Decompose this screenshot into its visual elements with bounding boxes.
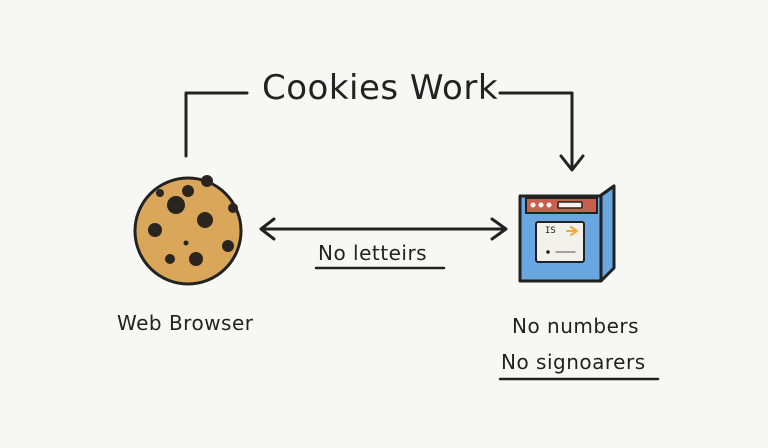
cookie-chip [197, 212, 213, 228]
top-connector-left [184, 91, 249, 158]
top-connector-right [498, 91, 574, 169]
cookie-chip [165, 254, 175, 264]
cookie-icon [133, 175, 243, 286]
server-window-edge [598, 184, 616, 198]
double-arrow-icon [259, 217, 508, 241]
right-arrowhead [490, 217, 508, 241]
browser-label: Web Browser [117, 311, 254, 335]
cookie-chip [189, 252, 203, 266]
cookie-chip [167, 196, 185, 214]
arrow-label: No letteirs [318, 241, 428, 265]
cookie-chip [222, 240, 234, 252]
orange-arrowhead [570, 226, 578, 236]
server-screen-text: IS [545, 226, 556, 236]
cookie-chip [148, 223, 162, 237]
down-arrow-icon [559, 154, 585, 172]
window-dot [538, 202, 544, 208]
cookie-chip [228, 203, 238, 213]
cookie-body [133, 176, 243, 286]
server-label-signoarers: No signoarers [501, 350, 646, 374]
cookie-chip [201, 175, 213, 187]
left-arrowhead [259, 217, 276, 241]
window-dot [530, 202, 536, 208]
cookie-chip [182, 185, 194, 197]
titlebar-bar [557, 201, 583, 209]
cookie-chip [156, 189, 164, 197]
diagram-title: Cookies Work [262, 68, 499, 108]
server-screen-panel [535, 221, 585, 263]
server-label-numbers: No numbers [512, 314, 640, 338]
window-dot [546, 202, 552, 208]
screen-dot [546, 250, 550, 254]
server-window-icon [518, 184, 616, 283]
cookie-chip [183, 240, 189, 246]
